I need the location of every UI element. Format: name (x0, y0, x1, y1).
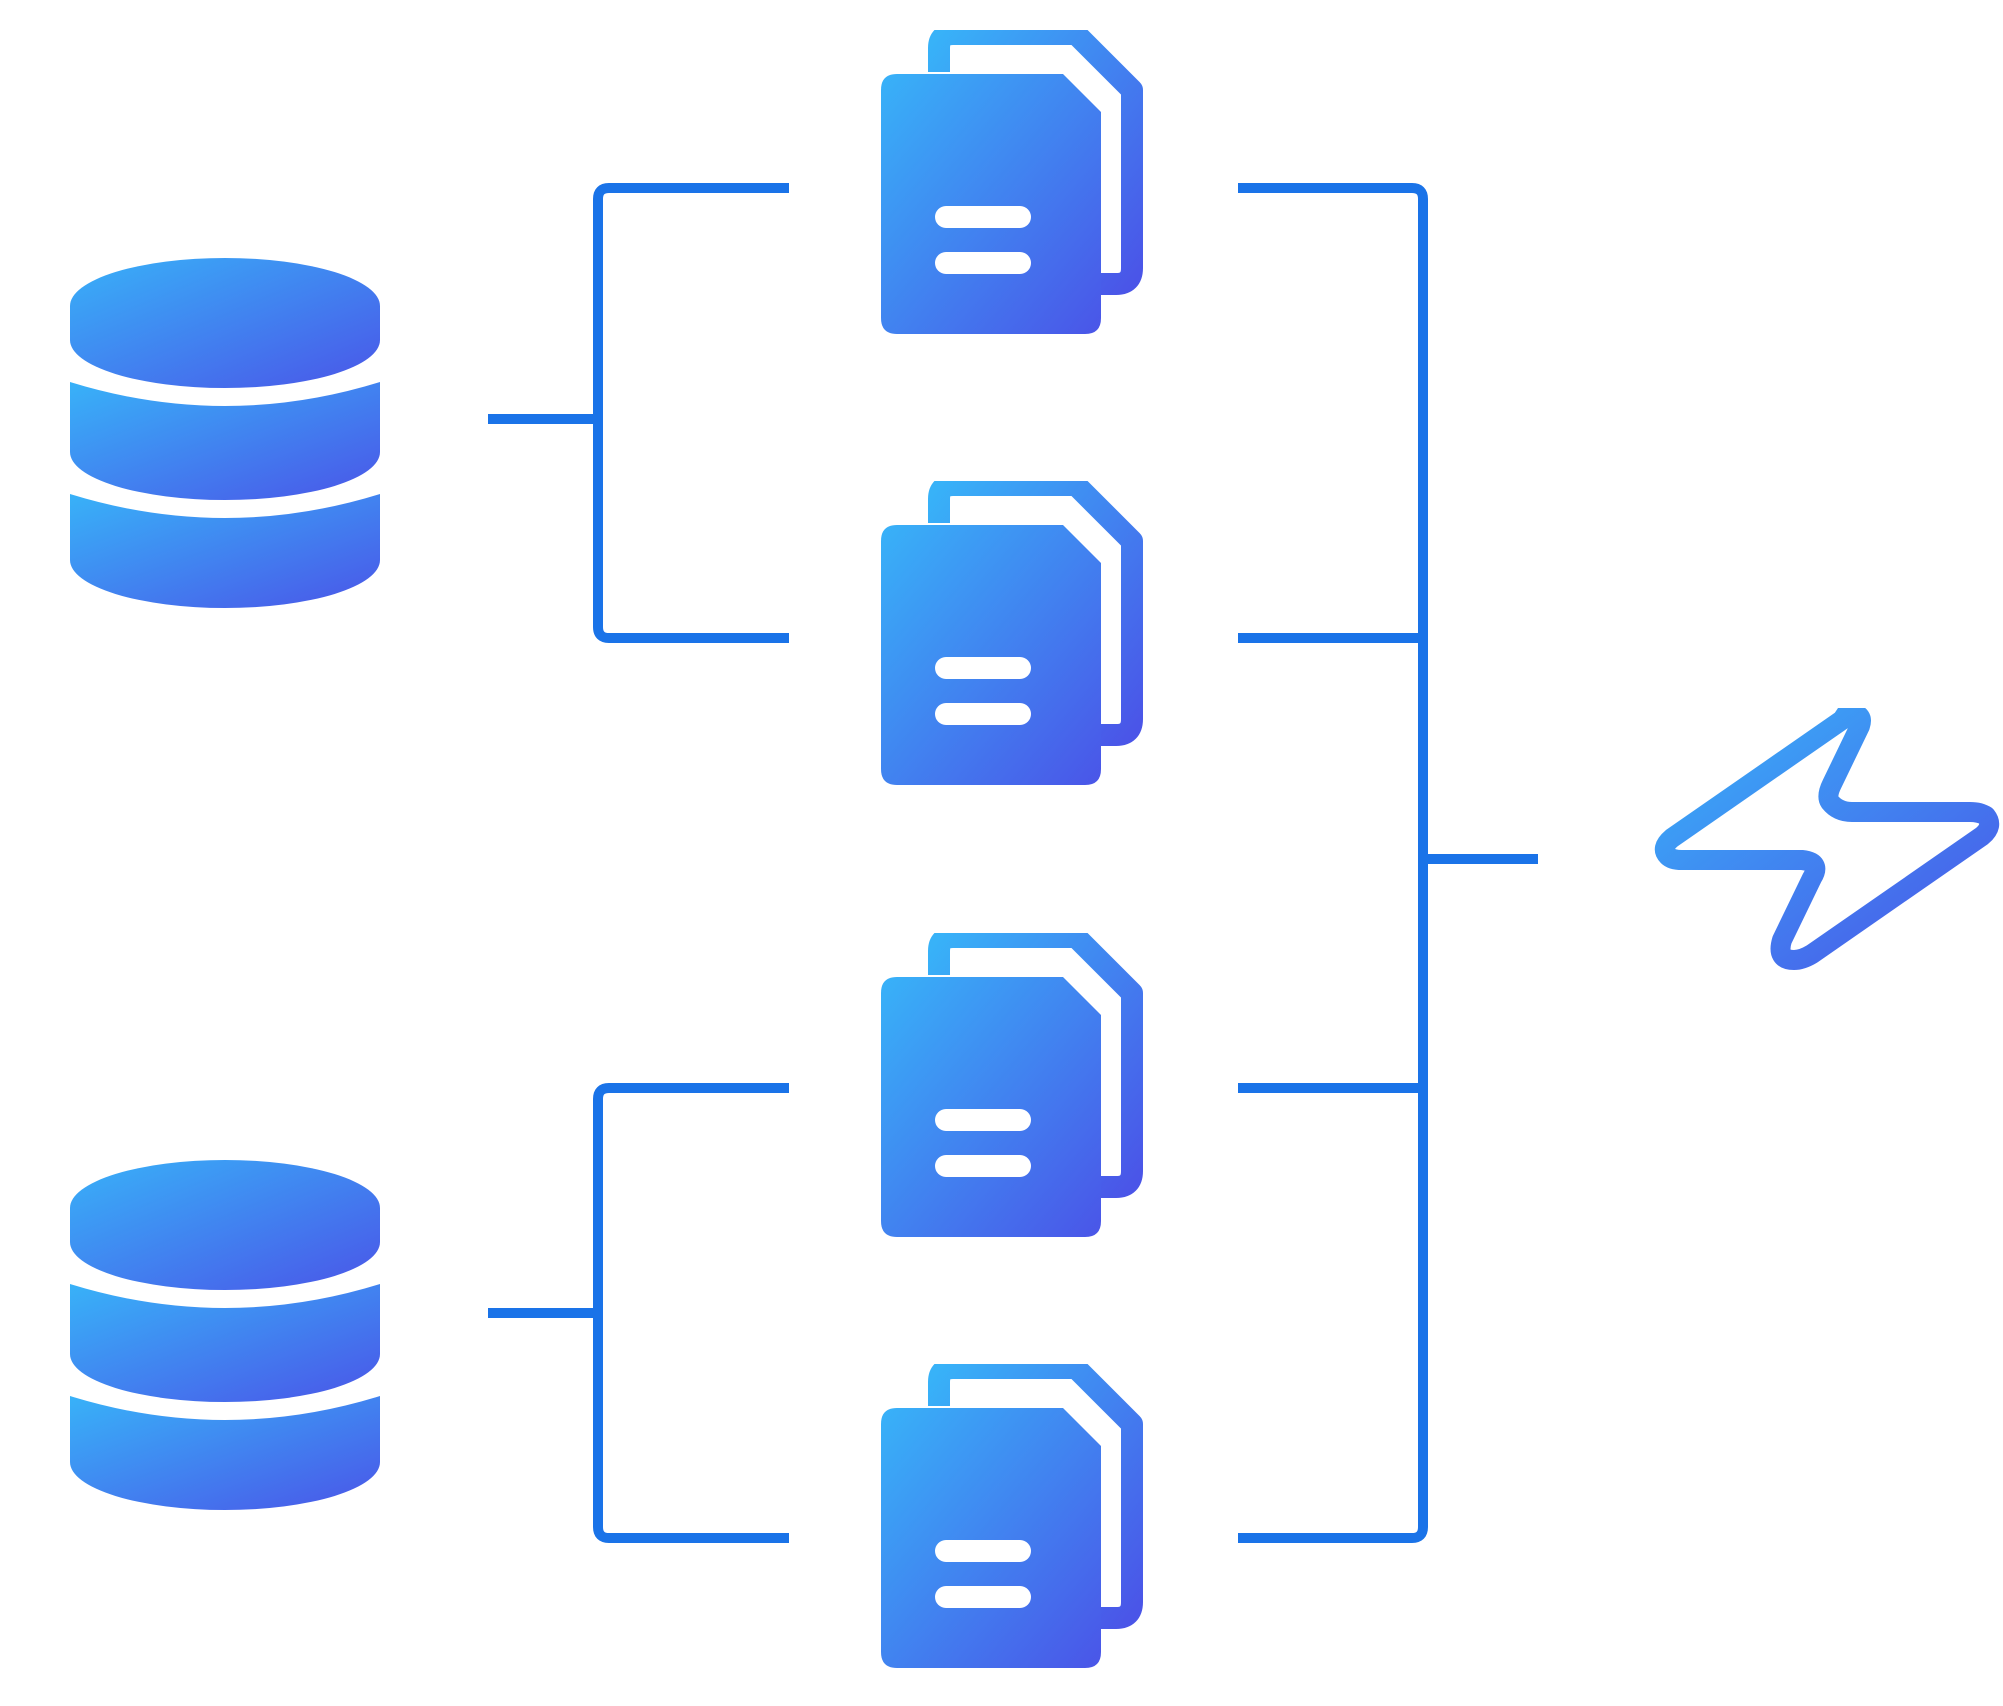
edge-db2-doc3-doc4 (593, 1083, 789, 1543)
documents-icon (877, 1364, 1147, 1674)
documents-icon (877, 481, 1147, 791)
database-icon (70, 1160, 380, 1510)
documents-icon (877, 933, 1147, 1243)
lightning-bolt-icon (1652, 708, 2002, 983)
documents-icon (877, 30, 1147, 340)
database-icon (70, 258, 380, 608)
edge-docs-bus (1238, 183, 1428, 1543)
edge-db1-doc1-doc2 (593, 183, 789, 643)
